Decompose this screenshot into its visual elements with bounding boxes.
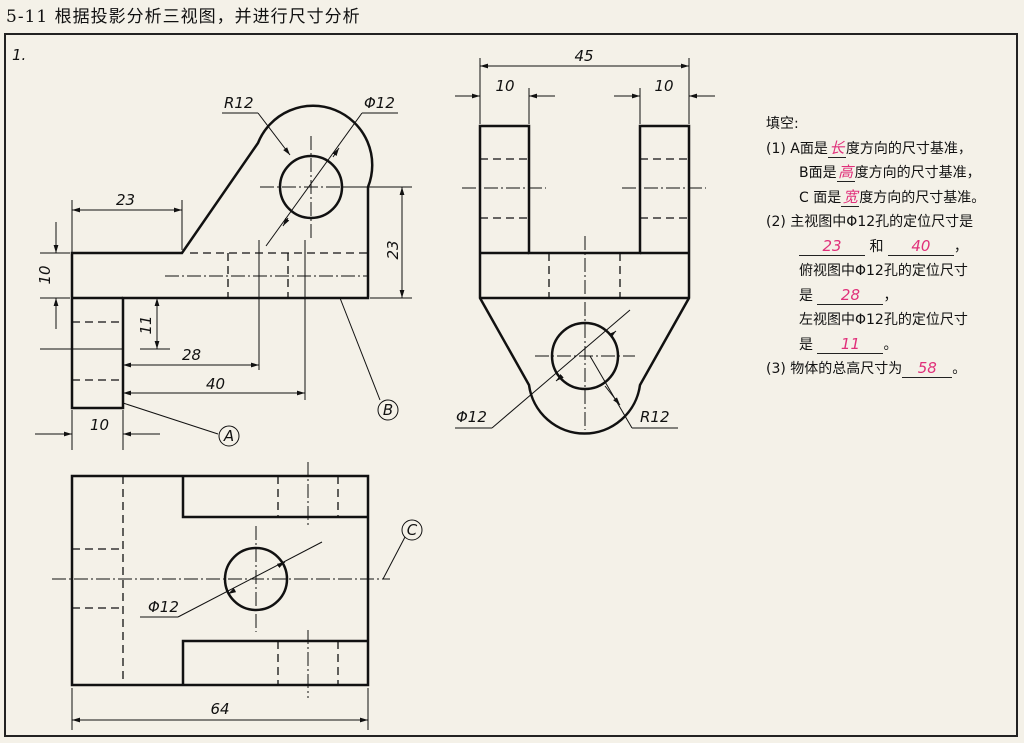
q2-row-4: 是 28， <box>766 284 1016 309</box>
top-view-slot-upper <box>181 476 368 519</box>
side-dim-phi12: Φ12 <box>456 408 487 426</box>
q3-period: 。 <box>952 361 967 377</box>
top-view-text: Φ12 64 C <box>148 521 418 718</box>
q2-line-5: 左视图中Φ12孔的定位尺寸 <box>799 312 968 328</box>
q1-b-prefix: B面是 <box>799 165 837 181</box>
dim-45: 45 <box>574 47 593 65</box>
side-view-text: 45 10 10 Φ12 R12 <box>456 47 674 426</box>
dim-10-bottom: 10 <box>90 416 109 434</box>
q1-row-a: (1) A面是长度方向的尺寸基准， <box>766 137 1016 162</box>
dim-40: 40 <box>206 375 225 393</box>
q2-answer-4: 11 <box>817 335 884 354</box>
top-view-hidden-lines <box>72 476 339 685</box>
q2-row-3: 俯视图中Φ12孔的定位尺寸 <box>766 259 1016 284</box>
q1-c-answer: 宽 <box>841 187 860 207</box>
dim-10-vertical: 10 <box>36 265 54 284</box>
q1-number: (1) <box>766 140 786 157</box>
top-view <box>52 462 423 730</box>
q2-line-1: 主视图中Φ12孔的定位尺寸是 <box>790 214 974 230</box>
label-b-circle <box>377 399 399 421</box>
dim-64: 64 <box>210 700 229 718</box>
q1-b-suffix: 度方向的尺寸基准， <box>854 165 981 181</box>
q2-row-1: (2) 主视图中Φ12孔的定位尺寸是 <box>766 210 1016 235</box>
q2-answer-1: 23 <box>799 237 865 256</box>
q3-text: 物体的总高尺寸为 <box>790 361 903 377</box>
side-view-centerlines <box>462 187 706 430</box>
page-title: 5-11 根据投影分析三视图，并进行尺寸分析 <box>6 7 361 27</box>
q2-comma-1: ， <box>953 238 968 255</box>
q1-row-b: B面是高度方向的尺寸基准， <box>766 161 1016 186</box>
q2-number: (2) <box>766 214 786 230</box>
dim-23-left: 23 <box>116 191 135 209</box>
q1-a-answer: 长 <box>827 138 846 158</box>
fill-heading: 填空: <box>766 116 799 132</box>
q1-c-prefix: C 面是 <box>799 189 842 206</box>
front-view-centerlines <box>165 136 368 277</box>
dim-10-right: 10 <box>654 77 673 95</box>
q2-period: 。 <box>883 336 898 353</box>
front-view-dims <box>35 112 412 450</box>
drawing-frame <box>4 33 1018 737</box>
label-a-circle <box>218 425 240 447</box>
q2-comma-2: ， <box>883 287 898 304</box>
label-a: A <box>223 427 234 445</box>
top-view-outline <box>70 474 370 687</box>
q2-answer-3: 28 <box>817 286 884 305</box>
front-view-hidden-lines <box>72 252 368 381</box>
q2-row-6: 是 11。 <box>766 333 1016 358</box>
dim-10-left: 10 <box>495 77 514 95</box>
dim-r12: R12 <box>224 94 254 112</box>
top-dim-phi12: Φ12 <box>148 598 179 616</box>
side-view-dims <box>455 58 715 429</box>
dim-phi12: Φ12 <box>364 94 395 112</box>
q1-b-answer: 高 <box>836 163 855 182</box>
problem-number: 1. <box>12 46 26 64</box>
q1-a-suffix: 度方向的尺寸基准， <box>845 140 972 157</box>
dim-28: 28 <box>182 346 201 364</box>
label-c-circle <box>401 519 423 541</box>
q2-shi-1: 是 <box>799 287 813 304</box>
side-view-hidden-lines <box>480 158 689 298</box>
q1-row-c: C 面是宽度方向的尺寸基准。 <box>766 186 1016 211</box>
front-view-text: 23 23 10 11 28 40 10 R12 Φ12 A B <box>36 94 402 445</box>
front-view-hole <box>278 154 344 220</box>
q2-row-2: 23 和 40， <box>766 235 1016 260</box>
side-dim-r12: R12 <box>640 408 670 426</box>
side-view <box>455 58 715 435</box>
q2-answer-2: 40 <box>887 237 954 256</box>
q2-shi-2: 是 <box>799 336 813 353</box>
front-view <box>35 104 412 450</box>
header: 5-11 根据投影分析三视图，并进行尺寸分析 <box>0 0 1024 34</box>
q1-c-suffix: 度方向的尺寸基准。 <box>859 189 986 206</box>
dim-11: 11 <box>137 315 155 334</box>
front-view-outline <box>70 104 374 410</box>
fill-in-panel: 填空: (1) A面是长度方向的尺寸基准， B面是高度方向的尺寸基准， C 面是… <box>766 112 1016 382</box>
q2-line-3: 俯视图中Φ12孔的定位尺寸 <box>799 263 968 279</box>
label-c: C <box>407 521 418 539</box>
q3-answer: 58 <box>902 359 953 378</box>
q2-row-5: 左视图中Φ12孔的定位尺寸 <box>766 308 1016 333</box>
dim-23-right: 23 <box>384 240 402 259</box>
q3-number: (3) <box>766 361 786 377</box>
label-b: B <box>383 401 393 419</box>
top-view-slot-lower <box>181 639 368 685</box>
q2-and: 和 <box>869 238 884 255</box>
q1-a-prefix: A面是 <box>790 140 828 157</box>
top-view-centerlines <box>52 462 390 698</box>
top-view-dims <box>71 536 406 730</box>
side-view-outline <box>478 124 691 435</box>
